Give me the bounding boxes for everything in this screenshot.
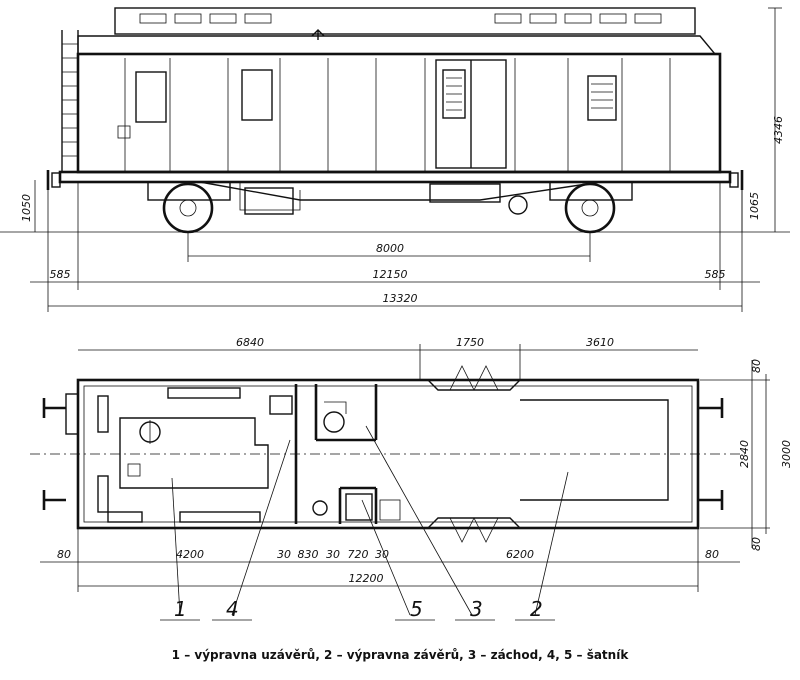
dim-height-total: 4346 [772,116,785,144]
callout-5: 5 [410,597,423,621]
side-elevation [0,7,790,234]
bogie-right [549,181,633,234]
plan-dimensions: 6840 1750 3610 80 2840 3000 80 80 4200 3… [40,336,793,592]
dim-wall-bottom: 80 [750,537,763,551]
dim-outer-width: 3000 [780,440,793,468]
coupling-left [42,393,79,510]
dim-length-over-buffers: 13320 [383,292,418,305]
dim-wall-c: 30 [375,548,389,561]
dim-body-length: 12150 [373,268,408,281]
elevation-dimensions: 4346 1050 1065 8000 585 12150 585 13320 [20,7,785,312]
floor-plan [30,365,745,543]
bench [107,511,143,523]
dim-overhang-left: 585 [50,268,71,281]
callout-3: 3 [470,597,483,621]
table [119,417,269,489]
toilet-icon [323,411,345,433]
washbasin-icon [312,500,328,516]
wheel [564,182,616,234]
shelf [520,399,669,501]
door-recess-top [427,379,521,391]
roof-vent-icon [311,29,325,40]
figure-caption: 1 – výpravna uzávěrů, 2 – výpravna závěr… [171,648,629,662]
callout-leaders [160,425,569,621]
buffer-right [729,170,744,190]
label-plate [117,125,131,139]
door-window-grille [442,69,466,119]
side-window-grille [587,75,617,121]
car-body [76,52,722,174]
dim-end-left: 80 [57,548,71,561]
end-ladder [61,30,79,172]
brake-cylinder [508,195,528,215]
bench [179,511,261,523]
dim-interior-length: 12200 [349,572,384,585]
dim-room-left: 4200 [176,548,204,561]
seat [127,463,141,477]
buffer-left [46,170,61,190]
wardrobe-5 [345,493,373,521]
dim-buffer-height-right: 1065 [748,192,761,220]
wardrobe-4 [269,395,293,415]
dim-seg-left: 6840 [236,336,264,349]
dim-buffer-height-left: 1050 [20,194,33,222]
dim-inner-width: 2840 [738,440,751,468]
dim-wall-top: 80 [750,359,763,373]
dim-wall-a: 30 [277,548,291,561]
callout-1: 1 [174,597,187,621]
body-panel-lines [124,58,671,172]
battery-box [244,187,294,215]
coupling-right [698,398,724,510]
dim-room-720: 720 [348,548,369,561]
lantern-windows [139,13,662,24]
dim-room-830: 830 [298,548,319,561]
callout-2: 2 [530,597,543,621]
wheel [162,182,214,234]
door-recess-bottom [427,517,521,529]
bench [167,387,241,399]
dim-seg-right: 3610 [586,336,614,349]
dim-end-right: 80 [705,548,719,561]
equipment-box [429,183,501,203]
bogie-left [147,181,231,234]
bench [97,395,109,433]
side-window [135,71,167,123]
dim-overhang-right: 585 [705,268,726,281]
bench [97,475,109,513]
callout-4: 4 [226,597,239,621]
dim-bogie-centres: 8000 [376,242,404,255]
dim-seg-door: 1750 [456,336,484,349]
dim-wall-b: 30 [326,548,340,561]
side-window [241,69,273,121]
dim-room-right: 6200 [506,548,534,561]
